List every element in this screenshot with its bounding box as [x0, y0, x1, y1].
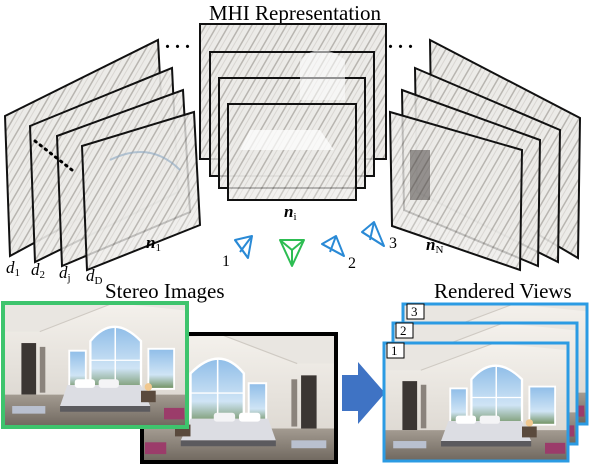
left-normal-label: n1	[146, 233, 161, 254]
stereo-images-label: Stereo Images	[105, 279, 225, 303]
right-plane-stack	[388, 38, 582, 272]
rendered-view-1: 1	[382, 341, 570, 463]
depth-labels: d1 d2 dj dD	[6, 258, 103, 287]
stereo-image-left	[1, 301, 189, 429]
reference-camera-icon	[279, 239, 305, 267]
rendered-view-number-1: 1	[391, 343, 398, 358]
depth-label-dj: dj	[59, 263, 71, 284]
left-plane-4	[80, 110, 202, 272]
diagram-title: MHI Representation	[209, 1, 382, 25]
left-plane-stack	[3, 38, 202, 272]
camera-3-icon	[361, 221, 385, 247]
depth-label-dD: dD	[86, 266, 103, 287]
ellipsis-left: . . .	[165, 31, 190, 53]
rendered-views-label: Rendered Views	[434, 279, 572, 303]
camera-label-3: 3	[389, 235, 397, 252]
render-arrow	[342, 362, 385, 424]
rendered-view-number-3: 3	[411, 304, 418, 319]
camera-label-2: 2	[348, 255, 356, 272]
depth-label-d1: d1	[6, 258, 20, 279]
center-normal-label: ni	[284, 202, 297, 223]
camera-1-icon	[234, 235, 253, 259]
right-normal-label: nN	[426, 235, 443, 256]
rendered-view-number-2: 2	[400, 323, 407, 338]
camera-icons	[234, 221, 385, 267]
camera-2-icon	[321, 235, 345, 257]
ellipsis-right: . . .	[388, 31, 413, 53]
left-depth-dotted-line	[33, 139, 74, 172]
center-plane-4	[227, 103, 357, 201]
depth-label-d2: d2	[31, 260, 45, 281]
center-plane-stack	[199, 23, 387, 201]
camera-label-1: 1	[222, 253, 230, 270]
